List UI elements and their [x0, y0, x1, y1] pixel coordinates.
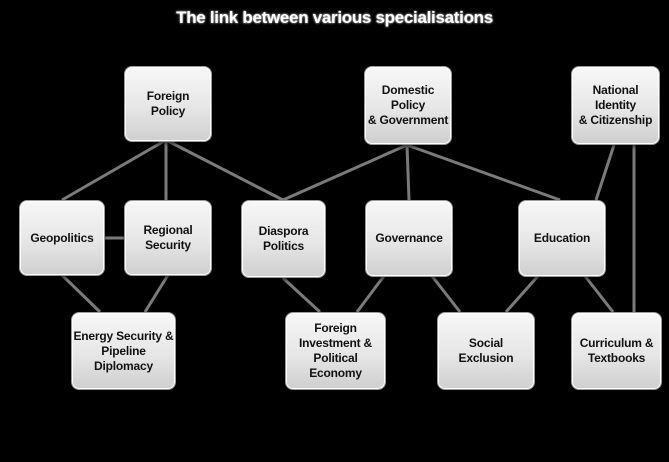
node-curriculum: Curriculum & Textbooks	[571, 312, 662, 390]
link-regional-energy	[143, 274, 170, 313]
link-foreign-geopolitics	[61, 138, 167, 202]
node-energy-security: Energy Security & Pipeline Diplomacy	[71, 312, 176, 390]
node-diaspora-politics: Diaspora Politics	[241, 200, 326, 278]
node-national-identity: National Identity & Citizenship	[571, 66, 660, 145]
link-identity-education	[594, 144, 616, 201]
node-foreign-investment: Foreign Investment & Political Economy	[285, 312, 386, 390]
link-governance-investment	[355, 275, 386, 313]
node-foreign-policy: Foreign Policy	[124, 66, 212, 142]
node-regional-security: Regional Security	[124, 200, 212, 276]
link-foreign-diaspora	[165, 138, 284, 202]
link-geopolitics-energy	[60, 273, 102, 314]
diagram-title: The link between various specialisations	[176, 8, 493, 27]
link-domestic-diaspora	[282, 143, 408, 202]
link-diaspora-investment	[281, 276, 322, 314]
link-domestic-governance	[405, 144, 411, 201]
link-education-curriculum	[583, 275, 615, 313]
node-social-exclusion: Social Exclusion	[437, 312, 535, 390]
node-geopolitics: Geopolitics	[19, 200, 105, 276]
node-education: Education	[518, 200, 606, 277]
link-domestic-education	[406, 143, 561, 202]
link-education-social	[504, 275, 540, 313]
link-governance-social	[430, 275, 462, 313]
node-domestic-policy: Domestic Policy & Government	[364, 66, 452, 145]
node-governance: Governance	[365, 200, 453, 277]
